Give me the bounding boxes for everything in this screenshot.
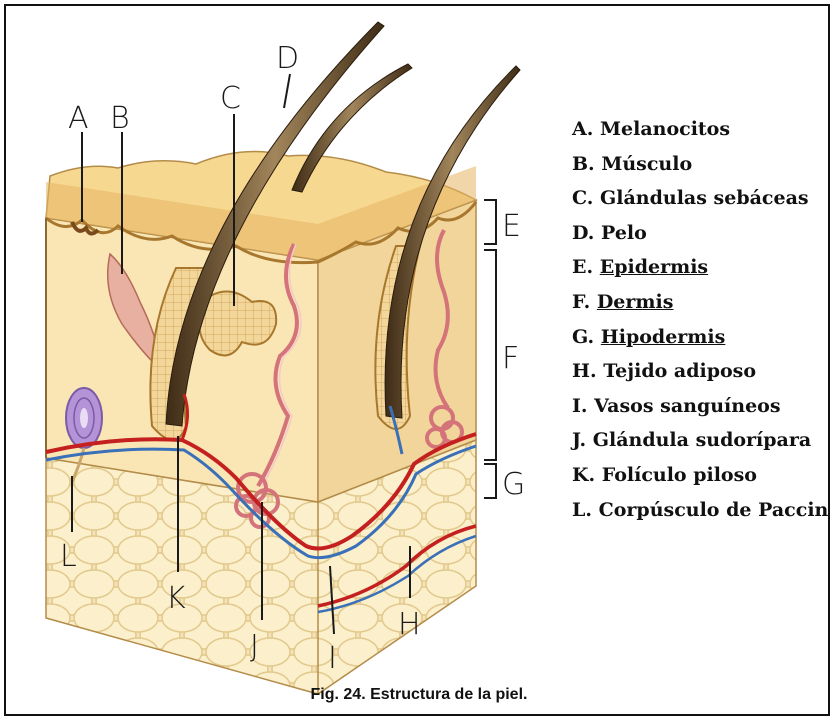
label-i: I: [328, 641, 337, 676]
legend-item: H. Tejido adiposo: [572, 354, 830, 389]
label-b: B: [110, 101, 130, 136]
legend-item: L. Corpúsculo de Paccini: [572, 493, 830, 528]
label-j: J: [250, 629, 259, 664]
legend-item: F. Dermis: [572, 285, 830, 320]
legend-item: J. Glándula sudorípara: [572, 423, 830, 458]
label-c: C: [220, 81, 241, 116]
label-d: D: [276, 41, 299, 76]
legend-item: B. Músculo: [572, 147, 830, 182]
legend-list: A. Melanocitos B. Músculo C. Glándulas s…: [572, 112, 830, 527]
label-l: L: [60, 539, 77, 574]
legend-item: E. Epidermis: [572, 250, 830, 285]
legend-item: D. Pelo: [572, 216, 830, 251]
layer-brackets: [484, 200, 496, 498]
figure-frame: A B C D E F G H I J K L A. Melanocitos B…: [4, 4, 830, 716]
label-e: E: [502, 209, 521, 244]
legend-item: C. Glándulas sebáceas: [572, 181, 830, 216]
label-a: A: [68, 101, 89, 136]
legend-item: G. Hipodermis: [572, 320, 830, 355]
label-h: H: [398, 607, 421, 642]
label-k: K: [166, 581, 186, 616]
figure-caption: Fig. 24. Estructura de la piel.: [6, 686, 830, 704]
legend-item: K. Folículo piloso: [572, 458, 830, 493]
label-g: G: [502, 467, 525, 502]
legend-item: I. Vasos sanguíneos: [572, 389, 830, 424]
legend-item: A. Melanocitos: [572, 112, 830, 147]
label-f: F: [502, 341, 519, 376]
